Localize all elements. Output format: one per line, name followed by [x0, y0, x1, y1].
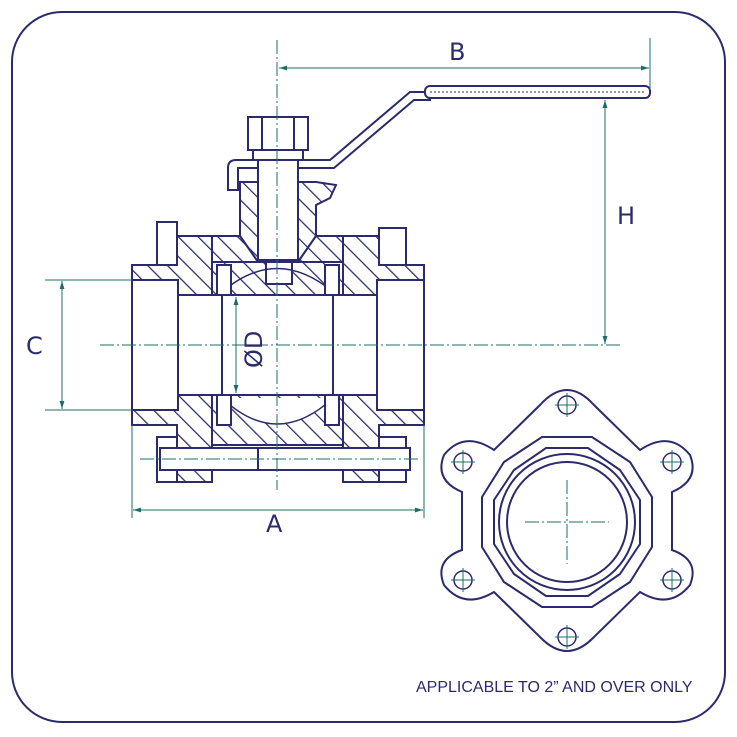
- dimension-label-a: A: [266, 510, 283, 538]
- stem-nut: [247, 116, 309, 161]
- flange-end-view: [440, 389, 694, 652]
- dimension-label-d: ØD: [240, 331, 268, 368]
- dimension-label-c: C: [26, 332, 43, 360]
- applicability-note: APPLICABLE TO 2” AND OVER ONLY: [416, 679, 693, 696]
- dimension-A: A: [131, 425, 425, 538]
- right-end-cap: [342, 227, 425, 483]
- dimension-label-h: H: [617, 202, 635, 230]
- dimension-D: ØD: [233, 297, 268, 393]
- dimension-B: B: [279, 38, 651, 90]
- dimension-H: H: [602, 100, 635, 344]
- dimension-C: C: [26, 279, 132, 411]
- left-end-cap: [131, 221, 213, 483]
- frame-border: [11, 11, 726, 723]
- dimension-label-b: B: [449, 38, 465, 66]
